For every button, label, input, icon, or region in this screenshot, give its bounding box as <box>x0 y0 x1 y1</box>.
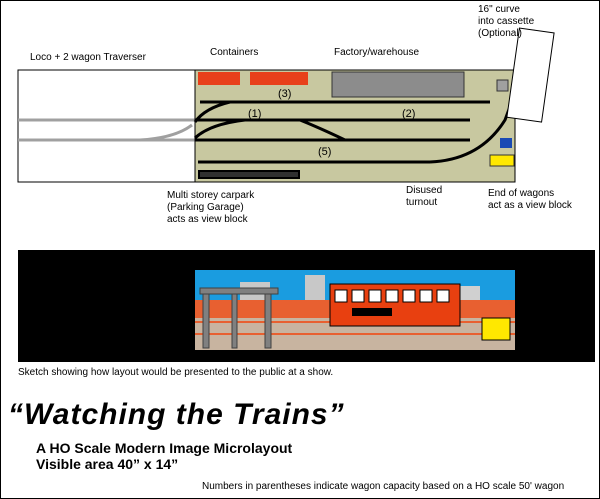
warehouse-doors <box>334 289 450 303</box>
sketch-gantry <box>199 287 279 349</box>
cassette <box>506 27 555 123</box>
capacity-3: (3) <box>278 88 292 100</box>
traverser-tracks <box>18 118 195 142</box>
sketch-yellow-wagon <box>481 317 511 341</box>
main-title: “Watching the Trains” <box>8 398 345 431</box>
subtitle-line-2: Visible area 40” x 14” <box>36 456 179 472</box>
container-2 <box>250 72 308 85</box>
yellow-wagon <box>489 154 515 167</box>
sketch-caption: Sketch showing how layout would be prese… <box>18 367 334 378</box>
curve-label: 16" curve into cassette (Optional) <box>478 4 535 39</box>
factory-warehouse <box>331 71 465 98</box>
carpark-label: Multi storey carpark (Parking Garage) ac… <box>167 190 255 225</box>
traverser-box <box>17 69 196 183</box>
blue-wagon <box>500 138 512 148</box>
baseboard-tracks <box>193 29 537 164</box>
containers-label: Containers <box>210 47 259 58</box>
capacity-1: (1) <box>248 108 262 120</box>
factory-label: Factory/warehouse <box>334 47 420 58</box>
small-grey-block <box>496 79 509 92</box>
traverser-label: Loco + 2 wagon Traverser <box>30 52 146 63</box>
container-1 <box>198 72 240 85</box>
capacity-2: (2) <box>402 108 416 120</box>
end-wagons-label: End of wagons act as a view block <box>488 188 572 211</box>
turnout-label: Disused turnout <box>406 185 443 208</box>
capacity-5: (5) <box>318 146 332 158</box>
subtitle-line-1: A HO Scale Modern Image Microlayout <box>36 440 293 456</box>
footnote: Numbers in parentheses indicate wagon ca… <box>202 481 565 492</box>
